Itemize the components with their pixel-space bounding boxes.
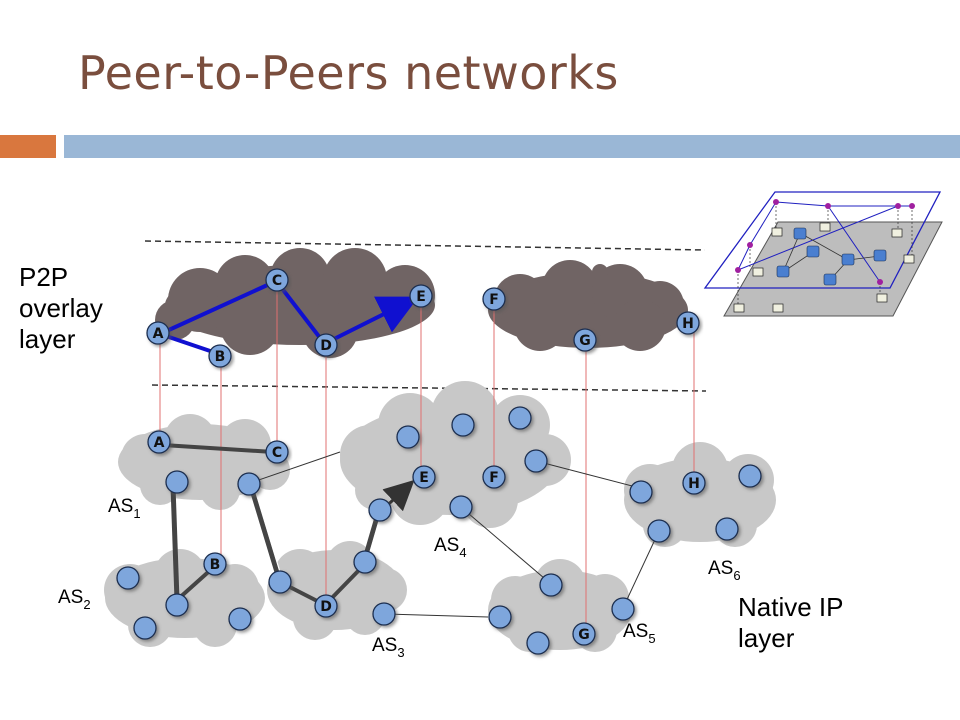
- as-label-5: AS5: [623, 621, 656, 646]
- router-node: [165, 470, 189, 494]
- overlay-peers: C A B D E F G H: [146, 268, 700, 368]
- as-label-2: AS2: [58, 587, 91, 612]
- slide-title: Peer-to-Peers networks: [78, 46, 619, 100]
- router-node: [539, 573, 563, 597]
- native-peers: A C B D E F G H: [147, 430, 706, 646]
- overlay-cloud-left: [155, 248, 435, 358]
- svg-text:E: E: [416, 289, 426, 305]
- svg-text:B: B: [210, 557, 221, 573]
- overlay-peer-g: G: [573, 328, 597, 352]
- router-node: [526, 631, 550, 655]
- overlay-peer-d: D: [314, 333, 338, 357]
- svg-text:C: C: [272, 273, 282, 289]
- overlay-top-boundary: [144, 240, 706, 251]
- router-node: [738, 464, 762, 488]
- accent-bar-blue: [64, 135, 960, 158]
- svg-text:F: F: [489, 292, 499, 308]
- svg-text:H: H: [688, 476, 700, 492]
- router-node: [133, 616, 157, 640]
- overlay-label-line1: P2P: [19, 262, 69, 292]
- layered-network-thumbnail: [703, 191, 943, 317]
- router-node: [488, 605, 512, 629]
- overlay-peer-b: B: [208, 344, 232, 368]
- overlay-peer-c: C: [265, 268, 289, 292]
- overlay-path: [159, 280, 419, 356]
- native-peer-b: B: [203, 552, 227, 576]
- as-label-4: AS4: [434, 535, 467, 560]
- router-node: [449, 495, 473, 519]
- router-node: [647, 519, 671, 543]
- router-node: [165, 593, 189, 617]
- router-node: [372, 602, 396, 626]
- native-path: [162, 443, 415, 607]
- router-node: [715, 517, 739, 541]
- overlay-bottom-boundary: [151, 384, 707, 392]
- svg-text:G: G: [578, 627, 590, 643]
- router-node: [237, 472, 261, 496]
- router-node: [368, 498, 392, 522]
- overlay-label-line2: overlay: [19, 293, 103, 323]
- svg-text:B: B: [215, 349, 226, 365]
- svg-text:H: H: [682, 316, 694, 332]
- router-nodes: [116, 406, 762, 655]
- router-node: [116, 566, 140, 590]
- router-node: [524, 449, 548, 473]
- svg-text:C: C: [272, 445, 282, 461]
- as-labels: AS1 AS2 AS3 AS4 AS5 AS6: [58, 496, 741, 660]
- native-label-line1: Native IP: [738, 592, 844, 622]
- svg-text:A: A: [153, 326, 164, 342]
- native-peer-g: G: [572, 622, 596, 646]
- router-node: [611, 597, 635, 621]
- overlay-cloud-right: [488, 260, 688, 351]
- overlay-peer-e: E: [409, 284, 433, 308]
- svg-text:A: A: [154, 435, 165, 451]
- router-node: [353, 550, 377, 574]
- router-node: [268, 570, 292, 594]
- router-node: [396, 425, 420, 449]
- native-peer-c: C: [265, 440, 289, 464]
- svg-text:E: E: [419, 470, 429, 486]
- as-label-6: AS6: [708, 558, 741, 583]
- native-label-line2: layer: [738, 623, 795, 653]
- router-node: [629, 480, 653, 504]
- native-cloud-as1: [118, 414, 290, 510]
- native-peer-h: H: [682, 471, 706, 495]
- native-layer-label: Native IP layer: [738, 592, 844, 654]
- native-peer-a: A: [147, 430, 171, 454]
- native-cloud-as5: [488, 559, 632, 652]
- overlay-layer-label: P2P overlay layer: [19, 262, 103, 355]
- overlay-peer-h: H: [676, 311, 700, 335]
- svg-text:D: D: [320, 338, 332, 354]
- native-links: [249, 451, 660, 618]
- svg-text:F: F: [489, 470, 499, 486]
- as-label-1: AS1: [108, 496, 141, 521]
- as-label-3: AS3: [372, 635, 405, 660]
- native-peer-d: D: [314, 594, 338, 618]
- overlay-peer-a: A: [146, 321, 170, 345]
- svg-text:G: G: [579, 333, 591, 349]
- overlay-peer-f: F: [482, 287, 506, 311]
- mapping-lines: [159, 282, 695, 633]
- native-peer-e: E: [412, 465, 436, 489]
- router-node: [508, 406, 532, 430]
- router-node: [228, 607, 252, 631]
- overlay-label-line3: layer: [19, 324, 76, 354]
- accent-bar-orange: [0, 135, 56, 158]
- svg-text:D: D: [320, 599, 332, 615]
- router-node: [451, 413, 475, 437]
- native-peer-f: F: [482, 465, 506, 489]
